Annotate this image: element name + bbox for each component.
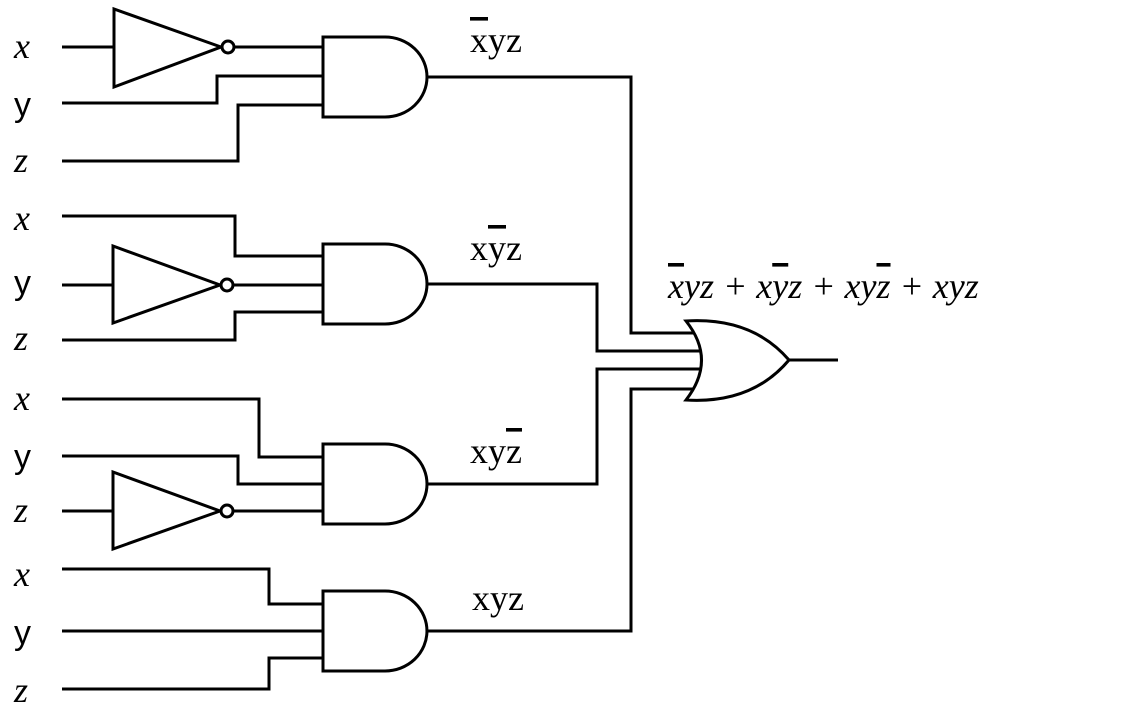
wire [62, 214, 323, 258]
not-bubble-2 [219, 277, 235, 293]
input-label-x-1: x [13, 26, 30, 66]
output-expression-part-5: + xyz [891, 266, 979, 306]
input-label-z-2: z [13, 318, 28, 358]
output-expression-part-0: x [667, 266, 684, 306]
term-x-y-z-part-0: xyz [472, 578, 524, 618]
input-label-z-3: z [13, 490, 28, 530]
term-label-4: xyz [472, 578, 524, 618]
output-expression-part-4: z [876, 266, 891, 306]
output-expression-part-1: yz + x [681, 266, 772, 306]
term-x-y-zbar-part-1: z [506, 431, 522, 471]
input-label-x-3: x [13, 378, 30, 418]
wire [427, 75, 695, 335]
input-labels: x y z x y z x y z x y z [13, 26, 31, 710]
wire [427, 282, 701, 353]
input-label-y-3: y [14, 438, 31, 476]
wire [62, 397, 323, 459]
wire [62, 656, 323, 691]
input-label-x-4: x [13, 554, 30, 594]
output-expression-part-2: y [769, 266, 788, 306]
not-bubble-3 [219, 503, 235, 519]
and-gate-1 [321, 35, 429, 119]
output-expression: xyz + xyz + xyz + xyz [667, 266, 979, 306]
wire [62, 103, 323, 163]
term-x-y-zbar-part-0: xy [470, 431, 506, 471]
wire [62, 310, 323, 342]
group-2 [62, 214, 701, 353]
input-label-z-1: z [13, 140, 28, 180]
or-gate [683, 319, 791, 402]
term-x-ybar-z-part-0: x [470, 228, 488, 268]
wire [62, 567, 323, 606]
input-label-y-4: y [14, 614, 31, 652]
and-gate-2 [321, 242, 429, 326]
input-label-z-4: z [13, 670, 28, 710]
term-xbar-y-z-part-1: yz [488, 20, 522, 60]
term-xbar-y-z-part-0: x [470, 20, 488, 60]
group-4 [62, 387, 695, 691]
term-x-ybar-z-part-2: z [506, 228, 522, 268]
not-gate-2 [111, 243, 225, 326]
not-gate-3 [111, 469, 225, 552]
term-x-ybar-z-part-1: y [488, 228, 506, 268]
input-label-y-1: y [14, 86, 31, 124]
input-label-x-2: x [13, 198, 30, 238]
wire [427, 367, 701, 486]
not-bubble-1 [220, 39, 236, 55]
term-label-3: xyz [470, 431, 522, 471]
and-gate-3 [321, 442, 429, 526]
and-gate-4 [321, 589, 429, 673]
wire [62, 454, 323, 486]
wire [427, 387, 695, 633]
group-1 [62, 6, 695, 335]
term-label-1: xyz [470, 20, 522, 60]
group-3 [62, 367, 701, 552]
input-label-y-2: y [14, 264, 31, 302]
term-labels: xyz xyz xyz xyz [470, 20, 524, 618]
not-gate-1 [112, 6, 226, 90]
wire [62, 74, 323, 105]
output-expression-part-3: z + xy [787, 266, 876, 306]
term-label-2: xyz [470, 228, 522, 268]
